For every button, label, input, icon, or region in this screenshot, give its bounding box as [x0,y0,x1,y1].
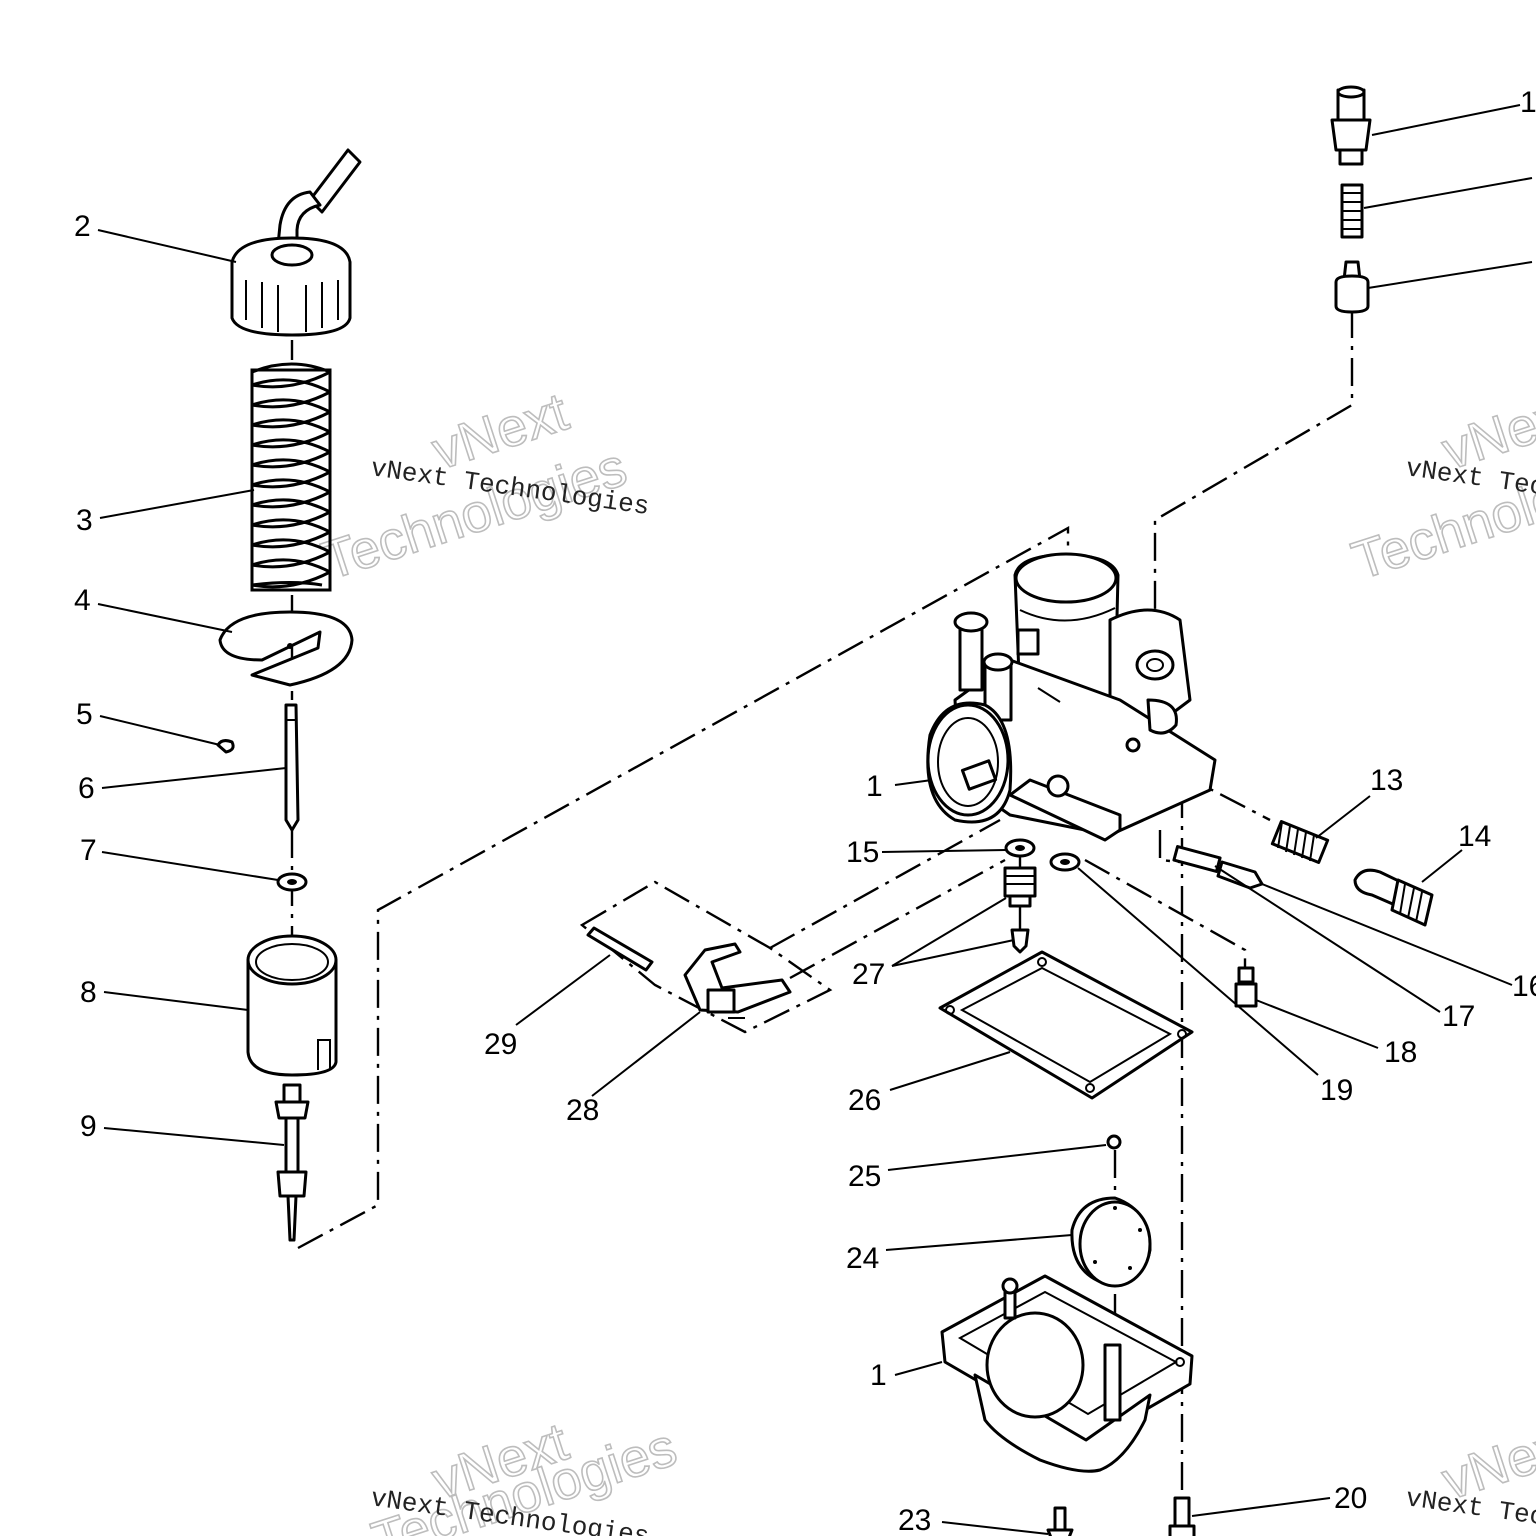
part-fitting-10 [1330,85,1372,166]
part-cap-2 [230,148,362,337]
part-washer-7 [276,872,308,892]
callout-24: 24 [846,1242,879,1275]
part-carb-body-1 [926,552,1217,842]
part-screw-20 [1168,1496,1196,1536]
part-slide-8 [246,934,338,1077]
part-spring-11 [1340,183,1364,239]
callout-28: 28 [566,1094,599,1127]
part-float-arm-28 [683,942,792,1019]
part-drain-23 [1046,1506,1074,1536]
callout-3: 3 [76,504,93,537]
callout-16: 16 [1512,970,1536,1003]
callout-5: 5 [76,698,93,731]
callout-26: 26 [848,1084,881,1117]
callout-15: 15 [846,836,879,869]
part-plate-4 [218,610,354,687]
part-screw-9 [274,1083,310,1242]
part-pin-29 [586,926,654,972]
callout-29: 29 [484,1028,517,1061]
part-spring-13 [1270,820,1330,864]
callout-10: 10 [1520,86,1536,119]
part-washer-15 [1004,838,1036,858]
part-jet-18 [1234,966,1258,1008]
part-spring-3 [250,362,332,592]
callout-9: 9 [80,1110,97,1143]
callout-7: 7 [80,834,97,867]
part-spring-17 [1172,845,1222,873]
callout-14: 14 [1458,820,1491,853]
callout-23: 23 [898,1504,931,1536]
part-plunger-12 [1334,260,1370,314]
part-float-24 [1070,1196,1152,1288]
callout-27: 27 [852,958,885,991]
callout-19: 19 [1320,1074,1353,1107]
part-needle-6 [284,703,300,832]
callout-18: 18 [1384,1036,1417,1069]
callout-6: 6 [78,772,95,805]
callout-1-body: 1 [866,770,883,803]
callout-17: 17 [1442,1000,1475,1033]
part-pin-25 [1106,1134,1122,1150]
callout-13: 13 [1370,764,1403,797]
callout-8: 8 [80,976,97,1009]
leader-lines [97,104,1533,1535]
part-screw-16 [1216,860,1264,890]
callout-labels: 2 3 4 5 6 7 8 9 1 1 13 14 15 16 17 18 19… [74,86,1536,1536]
callout-4: 4 [74,584,91,617]
callout-2: 2 [74,210,91,243]
part-gasket-26 [938,950,1194,1100]
part-clip-5 [216,739,235,754]
part-washer-19 [1049,852,1081,872]
callout-20: 20 [1334,1482,1367,1515]
callout-25: 25 [848,1160,881,1193]
part-valve-27 [1003,866,1037,954]
callout-1-bowl: 1 [870,1359,887,1392]
part-float-bowl-1 [940,1274,1194,1473]
part-screw-14 [1353,868,1434,927]
watermark-small-4: vNext Technologies [1404,1483,1536,1536]
